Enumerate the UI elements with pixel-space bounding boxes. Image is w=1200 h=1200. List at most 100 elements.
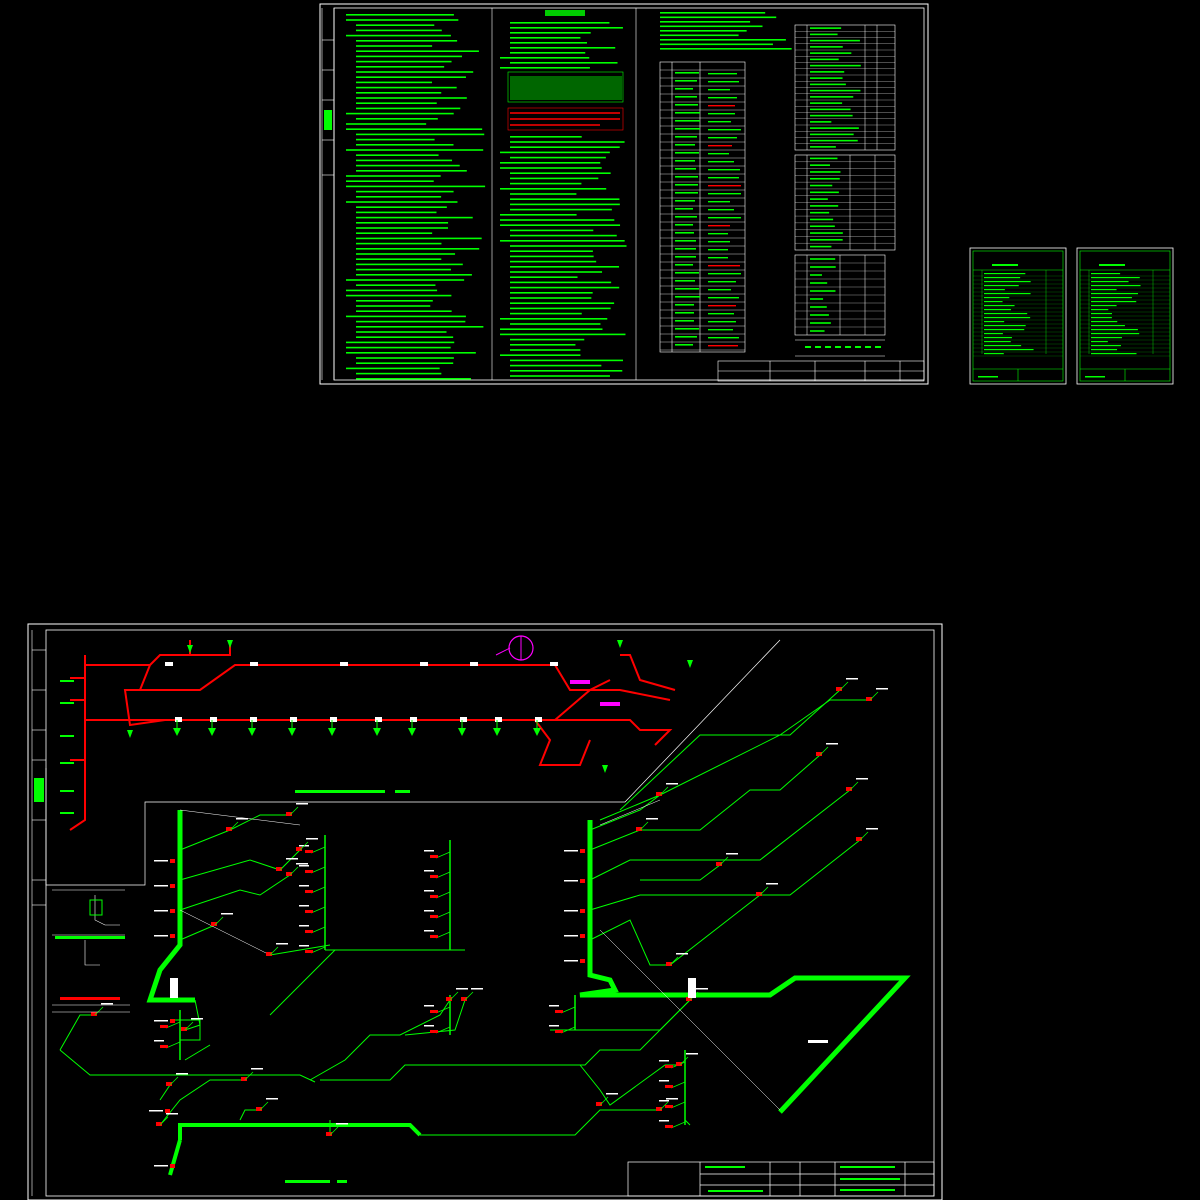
fixture-valve (846, 787, 852, 791)
riser-label (659, 1100, 669, 1102)
riser-label (659, 1060, 669, 1062)
legend-symbol (708, 281, 736, 283)
text-line (356, 237, 482, 240)
leader-lines (179, 799, 781, 1111)
fixture-label (666, 783, 678, 785)
legend-symbol (708, 137, 737, 139)
riser-tag (154, 910, 168, 912)
legend-symbol (708, 345, 738, 347)
valve-marker (165, 662, 173, 666)
text-line (356, 305, 431, 307)
fixture-label (101, 1003, 113, 1005)
riser-label (424, 930, 434, 932)
text-line (510, 42, 588, 44)
valve-marker (420, 662, 428, 666)
text-line (510, 32, 591, 34)
riser-label (424, 910, 434, 912)
text-line (510, 198, 620, 200)
text-line (510, 266, 620, 268)
table-cell (810, 171, 841, 173)
riser-tag (564, 910, 578, 912)
text-line (510, 250, 593, 252)
text-line (356, 320, 466, 323)
text-line (346, 123, 427, 125)
legend-label (675, 72, 699, 74)
text-line (510, 193, 577, 195)
text-line (510, 37, 581, 39)
index-row (984, 329, 1025, 331)
text-line (356, 248, 480, 250)
legend-symbol (708, 73, 737, 75)
text-line (660, 12, 766, 14)
text-line (356, 300, 433, 302)
riser-valve (580, 849, 585, 853)
text-line (660, 25, 763, 28)
table-cell (810, 121, 832, 123)
table-cell (810, 290, 836, 292)
text-line (356, 118, 438, 120)
index-row (1091, 333, 1140, 335)
fixture-valve (656, 792, 662, 796)
sprinkler-head (173, 728, 181, 736)
text-line (510, 245, 627, 247)
riser-label (424, 1005, 434, 1007)
text-line (356, 216, 473, 219)
index-row (1091, 341, 1108, 343)
text-line (500, 167, 602, 169)
fixture-valve (296, 847, 302, 851)
text-line (356, 206, 447, 208)
text-line (500, 67, 590, 69)
valve-marker (330, 717, 337, 722)
text-line (510, 370, 623, 372)
legend-label (675, 160, 695, 162)
legend-label (675, 328, 699, 330)
text-line (356, 211, 437, 214)
legend-label (675, 96, 697, 98)
legend-label (675, 200, 695, 202)
legend-label (675, 192, 698, 194)
text-line (356, 133, 485, 136)
index-row (1091, 349, 1118, 351)
riser-label (424, 890, 434, 892)
riser-label (60, 702, 74, 704)
riser-fixture (555, 1030, 563, 1033)
table-cell (810, 211, 830, 214)
sprinkler-head (408, 728, 416, 736)
fixture-label (251, 1068, 263, 1070)
text-line (510, 323, 601, 325)
riser-fixture (430, 915, 438, 918)
text-line (356, 159, 453, 162)
section-detail (52, 889, 130, 1013)
legend-label (675, 80, 697, 82)
text-line (356, 60, 452, 63)
legend-symbol (708, 209, 734, 211)
text-line (346, 149, 484, 151)
legend-symbol (708, 201, 730, 203)
legend-label (675, 336, 697, 338)
riser-label (154, 1040, 164, 1042)
fixture-markers (91, 678, 888, 1168)
text-line (510, 312, 582, 315)
index-row (1091, 301, 1137, 303)
text-line (500, 214, 577, 216)
legend-symbol (708, 113, 735, 115)
text-line (660, 39, 786, 41)
riser-valve (170, 909, 175, 913)
text-line (356, 274, 472, 276)
riser-fixture (555, 1010, 563, 1013)
legend-symbol (708, 217, 741, 219)
index-row (1091, 337, 1122, 339)
table-cell (810, 245, 832, 248)
fixture-valve (266, 952, 272, 956)
table-cell (810, 218, 834, 221)
material-table-1 (794, 24, 896, 151)
sprinkler-head (127, 730, 133, 738)
legend-symbol (708, 121, 731, 123)
legend-label (675, 296, 700, 298)
legend-label (675, 272, 699, 274)
fixture-valve (226, 827, 232, 831)
text-line (346, 294, 452, 297)
riser-valve (170, 859, 175, 863)
index-row (984, 301, 1003, 303)
riser-fixture (305, 850, 313, 853)
